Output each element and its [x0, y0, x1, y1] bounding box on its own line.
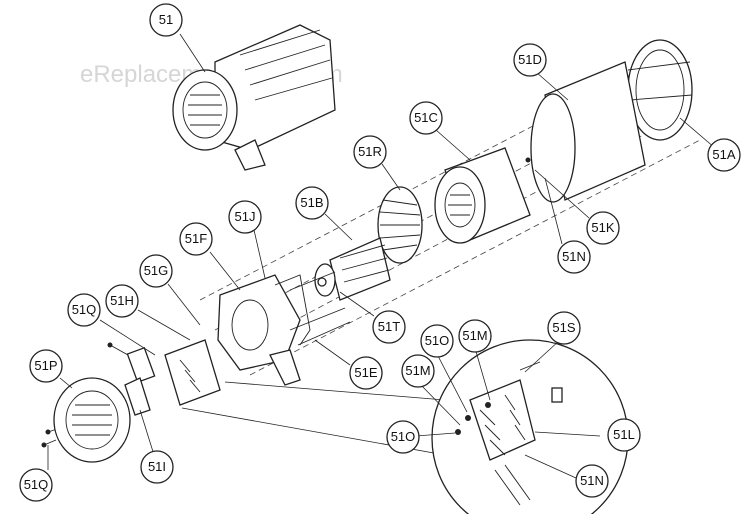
callout-51k: 51K: [586, 211, 620, 245]
callout-51p: 51P: [29, 349, 63, 383]
callout-51a: 51A: [707, 138, 741, 172]
svg-text:51N: 51N: [562, 249, 586, 264]
svg-text:51B: 51B: [300, 195, 323, 210]
callout-51: 51: [149, 3, 183, 37]
svg-text:51O: 51O: [391, 429, 416, 444]
svg-text:51C: 51C: [414, 110, 438, 125]
svg-text:51J: 51J: [235, 209, 256, 224]
callout-51g: 51G: [139, 254, 173, 288]
callout-51t: 51T: [372, 310, 406, 344]
detail-view: [181, 339, 629, 514]
callout-51q-upper: 51Q: [67, 293, 101, 327]
assembled-generator: [172, 24, 336, 171]
svg-text:51S: 51S: [552, 320, 575, 335]
rotor-fan: [377, 186, 423, 264]
end-cover: [627, 39, 693, 141]
cylinder-shell: [530, 61, 646, 203]
callout-51h: 51H: [105, 284, 139, 318]
svg-text:51T: 51T: [378, 319, 400, 334]
svg-text:51P: 51P: [34, 358, 57, 373]
callout-51o-lower: 51O: [386, 420, 420, 454]
svg-text:51R: 51R: [358, 144, 382, 159]
rotor: [314, 237, 391, 301]
svg-text:51Q: 51Q: [72, 302, 97, 317]
svg-text:51M: 51M: [462, 328, 487, 343]
callout-51n-upper: 51N: [557, 240, 591, 274]
callout-51n-lower: 51N: [575, 464, 609, 498]
svg-text:51D: 51D: [518, 52, 542, 67]
svg-text:51M: 51M: [405, 363, 430, 378]
svg-text:51O: 51O: [425, 333, 450, 348]
svg-text:51: 51: [159, 12, 173, 27]
callout-51e: 51E: [349, 356, 383, 390]
svg-text:51I: 51I: [148, 459, 166, 474]
callout-51r: 51R: [353, 135, 387, 169]
callout-51c: 51C: [409, 101, 443, 135]
callout-51s: 51S: [547, 311, 581, 345]
callout-51j: 51J: [228, 200, 262, 234]
callout-51l: 51L: [607, 418, 641, 452]
svg-text:51Q: 51Q: [24, 477, 49, 492]
svg-text:51E: 51E: [354, 365, 377, 380]
terminal-block: [126, 339, 221, 406]
svg-text:51H: 51H: [110, 293, 134, 308]
svg-text:51K: 51K: [591, 220, 614, 235]
front-bracket: [217, 274, 311, 386]
callout-51q-lower: 51Q: [19, 468, 53, 502]
through-bolts: [289, 271, 351, 346]
callout-51d: 51D: [513, 43, 547, 77]
callout-leaders: [47, 33, 716, 479]
callout-51m-lower: 51M: [401, 354, 435, 388]
svg-text:51N: 51N: [580, 473, 604, 488]
svg-text:51A: 51A: [712, 147, 735, 162]
svg-text:51F: 51F: [185, 231, 207, 246]
callout-51f: 51F: [179, 222, 213, 256]
svg-text:51G: 51G: [144, 263, 169, 278]
callout-51i: 51I: [140, 450, 174, 484]
callout-51b: 51B: [295, 186, 329, 220]
svg-text:51L: 51L: [613, 427, 635, 442]
callout-51o-upper: 51O: [420, 324, 454, 358]
screws: [41, 342, 129, 448]
rear-cover: [53, 377, 151, 463]
stator: [434, 147, 531, 244]
callout-51m-upper: 51M: [458, 319, 492, 353]
